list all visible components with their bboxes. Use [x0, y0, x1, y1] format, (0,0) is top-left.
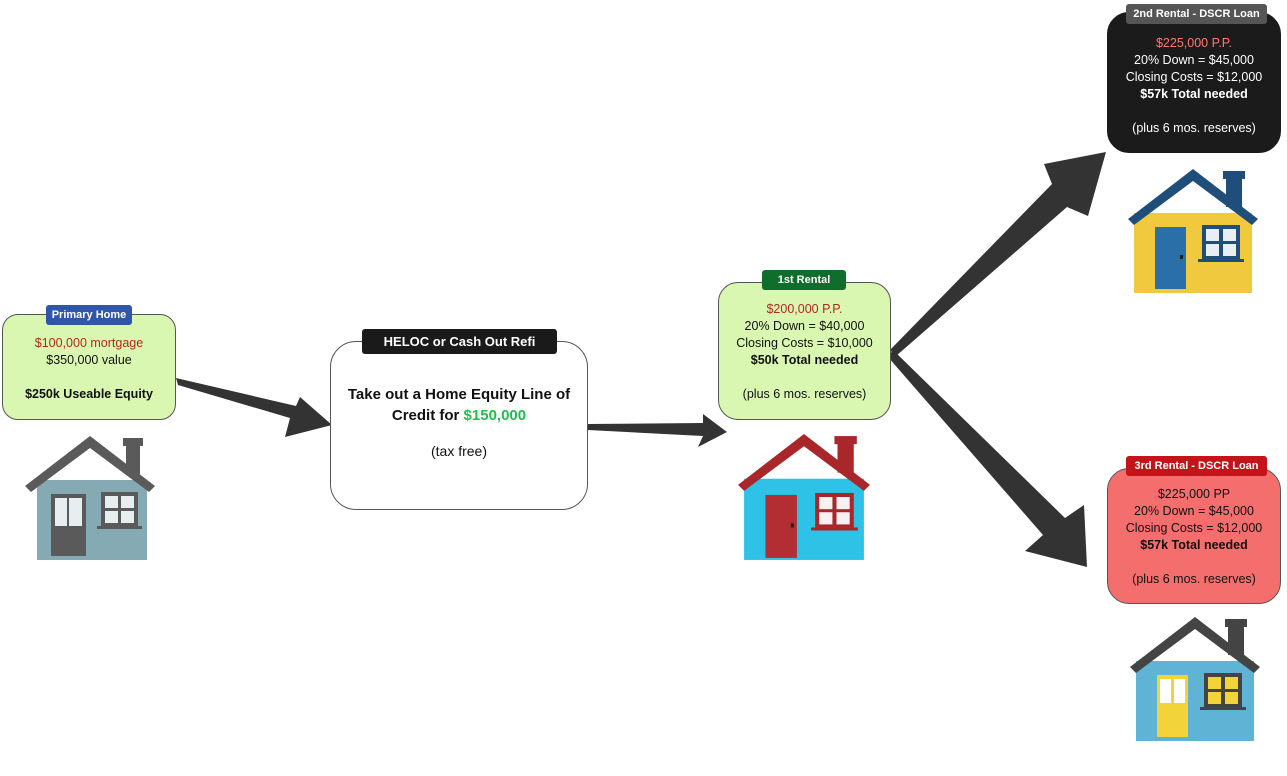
rental2-total: $57k Total needed: [1140, 87, 1248, 101]
primary-equity: $250k Useable Equity: [25, 387, 153, 401]
heloc-note: (tax free): [430, 443, 487, 459]
arrow-icon: [176, 378, 332, 437]
house-icon: [1130, 617, 1260, 741]
house-icon: [25, 436, 155, 560]
primary-value: $350,000 value: [46, 353, 132, 367]
rental1-closing: Closing Costs = $10,000: [736, 336, 873, 350]
heloc-amount: $150,000: [463, 407, 527, 424]
rental1-price: $200,000 P.P.: [766, 302, 843, 316]
rental2-box: $225,000 P.P. 20% Down = $45,000 Closing…: [1107, 12, 1281, 153]
house-icon: [1128, 169, 1258, 293]
rental3-total: $57k Total needed: [1140, 538, 1248, 552]
rental1-tag: 1st Rental: [762, 270, 846, 290]
rental2-reserves: (plus 6 mos. reserves): [1132, 121, 1256, 135]
heloc-tag: HELOC or Cash Out Refi: [362, 329, 557, 354]
rental3-closing: Closing Costs = $12,000: [1125, 521, 1263, 535]
spacer: [719, 369, 890, 386]
arrow-icon: [888, 350, 1087, 567]
primary-home-tag: Primary Home: [46, 305, 132, 325]
primary-mortgage: $100,000 mortgage: [34, 336, 144, 350]
heloc-box: Take out a Home Equity Line of Credit fo…: [330, 341, 588, 510]
rental1-box: $200,000 P.P. 20% Down = $40,000 Closing…: [718, 282, 891, 420]
rental2-closing: Closing Costs = $12,000: [1125, 70, 1263, 84]
spacer: [3, 369, 175, 386]
rental2-tag: 2nd Rental - DSCR Loan: [1126, 4, 1267, 24]
house-icon: [738, 434, 870, 560]
rental3-reserves: (plus 6 mos. reserves): [1132, 572, 1256, 586]
spacer: [1108, 103, 1280, 120]
rental3-tag: 3rd Rental - DSCR Loan: [1126, 456, 1267, 476]
rental1-reserves: (plus 6 mos. reserves): [742, 387, 867, 401]
heloc-line2-prefix: Credit for: [391, 407, 464, 424]
rental3-box: $225,000 PP 20% Down = $45,000 Closing C…: [1107, 468, 1281, 604]
primary-home-box: $100,000 mortgage $350,000 value $250k U…: [2, 314, 176, 420]
spacer: [331, 426, 587, 443]
rental2-price: $225,000 P.P.: [1155, 36, 1232, 50]
arrow-icon: [588, 414, 727, 447]
rental2-down: 20% Down = $45,000: [1134, 53, 1254, 67]
heloc-line2: Credit for $150,000: [331, 405, 587, 426]
rental3-down: 20% Down = $45,000: [1134, 504, 1254, 518]
spacer: [1108, 554, 1280, 571]
arrow-icon: [890, 152, 1106, 356]
heloc-line1: Take out a Home Equity Line of: [347, 386, 571, 403]
rental3-price: $225,000 PP: [1157, 487, 1231, 501]
rental1-total: $50k Total needed: [750, 353, 859, 367]
rental1-down: 20% Down = $40,000: [744, 319, 865, 333]
